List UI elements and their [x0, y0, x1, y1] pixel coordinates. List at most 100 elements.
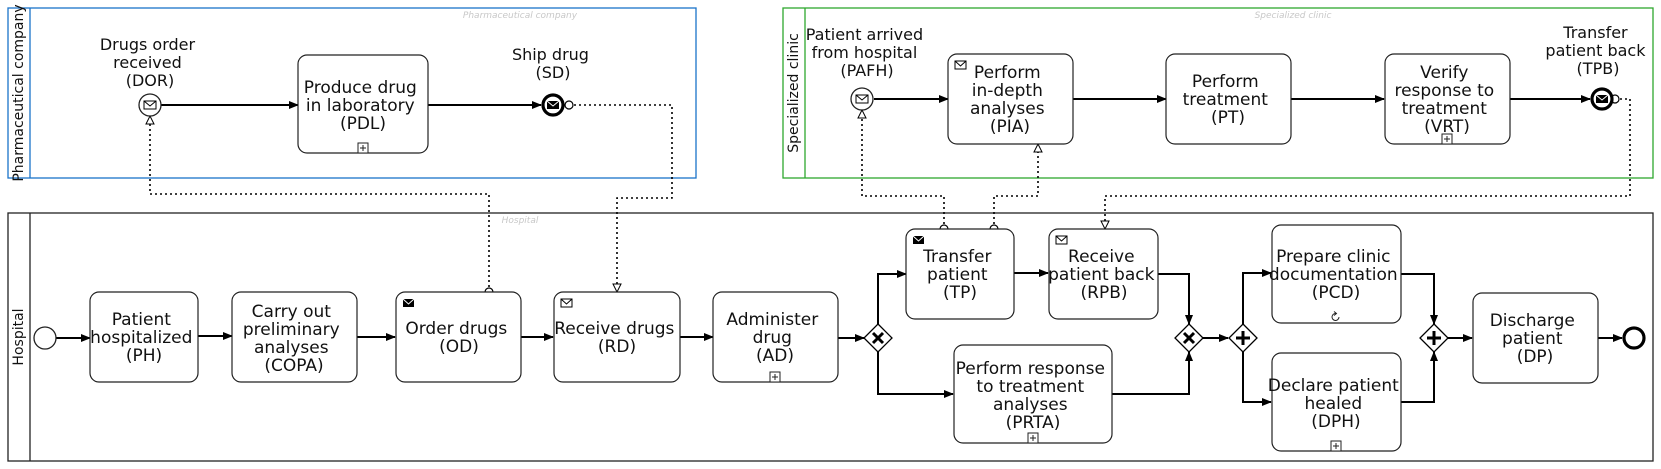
pool-watermark-pharma: Pharmaceutical company [463, 11, 578, 21]
task-dph-line-3: (DPH) [1311, 412, 1360, 432]
task-prta-line-1: Perform response [956, 359, 1105, 379]
gateway-exclusive-join[interactable] [1174, 323, 1204, 353]
svg-text:Declare patient healed: Declare patient healed (DPH) [1268, 376, 1404, 432]
task-vrt-line-1: Verify [1420, 63, 1468, 83]
envelope-icon [143, 100, 157, 110]
event-dor-line-3: (DOR) [126, 71, 175, 90]
pool-watermark-clinic: Specialized clinic [1255, 11, 1332, 21]
svg-text:Produce drug in laborato: Produce drug in laboratory (PDL) [304, 78, 423, 134]
svg-text:Patient hospitalized: Patient hospitalized (PH) [90, 310, 198, 366]
svg-text:Prepare clinic documenta: Prepare clinic documentation (PCD) [1269, 247, 1403, 303]
task-pcd-line-2: documentation [1269, 265, 1398, 285]
x-marker-icon [871, 331, 885, 345]
pool-watermark-hospital: Hospital [502, 216, 539, 226]
msg-tpb-rpb [1105, 98, 1631, 229]
task-tp-line-3: (TP) [943, 283, 977, 303]
event-pafh[interactable]: Patient arrived from hospital (PAFH) [806, 25, 928, 111]
task-pt-line-3: (PT) [1211, 108, 1245, 128]
gateway-parallel-split[interactable] [1228, 323, 1258, 353]
task-pcd-line-3: (PCD) [1312, 283, 1360, 303]
task-od-line-1: Order drugs [405, 319, 507, 339]
envelope-icon [954, 60, 967, 70]
task-ph-line-2: hospitalized [90, 328, 192, 348]
task-pt[interactable]: Perform treatment (PT) [1165, 53, 1292, 145]
event-tpb-line-2: patient back [1545, 41, 1646, 60]
task-copa[interactable]: Carry out preliminary analyses (COPA) [231, 291, 358, 383]
envelope-icon [912, 235, 925, 244]
svg-text:Administer drug (A: Administer drug (AD) [726, 310, 823, 366]
event-sd-line-1: Ship drug [512, 45, 589, 64]
start-event[interactable] [33, 326, 57, 350]
msg-tp-pafh [862, 110, 945, 229]
event-pafh-line-2: from hospital [812, 43, 918, 62]
subprocess-marker-icon [1027, 432, 1039, 444]
task-ph[interactable]: Patient hospitalized (PH) [89, 291, 199, 383]
plus-marker-icon [1236, 331, 1250, 345]
pool-label-clinic: Specialized clinic [786, 33, 802, 153]
subprocess-marker-icon [769, 371, 781, 383]
envelope-icon [560, 298, 573, 308]
event-tpb-line-3: (TPB) [1577, 59, 1620, 78]
task-dph-line-2: healed [1304, 394, 1362, 414]
svg-text:Patient arrived from hos: Patient arrived from hospital (PAFH) [806, 25, 928, 80]
task-prta[interactable]: Perform response to treatment analyses (… [953, 344, 1113, 444]
task-vrt-line-3: treatment [1402, 99, 1488, 119]
event-sd-line-2: (SD) [536, 63, 571, 82]
event-tpb-line-1: Transfer [1562, 23, 1628, 42]
task-rpb[interactable]: Receive patient back (RPB) [1048, 228, 1160, 320]
svg-text:Drugs order received: Drugs order received (DOR) [100, 35, 200, 90]
envelope-icon [1595, 94, 1609, 103]
task-ph-line-3: (PH) [126, 346, 162, 366]
task-copa-line-3: analyses [254, 338, 329, 358]
envelope-icon [546, 100, 560, 109]
event-sd[interactable]: Ship drug (SD) [512, 45, 594, 117]
task-pcd[interactable]: Prepare clinic documentation (PCD) [1269, 224, 1403, 324]
svg-text:Discharge patient: Discharge patient (DP) [1490, 311, 1581, 367]
task-vrt[interactable]: Verify response to treatment (VRT) [1384, 53, 1511, 145]
task-pia[interactable]: Perform in-depth analyses (PIA) [947, 53, 1074, 145]
flow-gw1-prta [877, 352, 954, 398]
svg-text:Receive drugs (RD): Receive drugs (RD) [554, 319, 680, 357]
task-dph[interactable]: Declare patient healed (DPH) [1268, 352, 1404, 452]
event-dor-line-1: Drugs order [100, 35, 196, 54]
task-rpb-line-1: Receive [1068, 247, 1135, 267]
gateway-exclusive-split[interactable] [863, 323, 893, 353]
task-tp-line-1: Transfer [922, 247, 991, 267]
msg-sd-rd [569, 104, 673, 292]
svg-text:Perform in-depth a: Perform in-depth analyses (PIA) [970, 63, 1050, 137]
task-ad[interactable]: Administer drug (AD) [712, 291, 839, 383]
envelope-icon [1055, 235, 1068, 245]
task-dp[interactable]: Discharge patient (DP) [1472, 292, 1599, 384]
task-pdl[interactable]: Produce drug in laboratory (PDL) [297, 54, 429, 154]
pool-label-hospital: Hospital [11, 308, 27, 365]
task-rd-line-2: (RD) [598, 337, 636, 357]
loop-marker-icon [1331, 311, 1340, 321]
event-tpb[interactable]: Transfer patient back (TPB) [1545, 23, 1650, 111]
x-marker-icon [1182, 331, 1196, 345]
msg-sd-rd-source [564, 100, 574, 110]
svg-text:Perform treatment: Perform treatment (PT) [1183, 72, 1274, 128]
task-tp-line-2: patient [927, 265, 988, 285]
task-rd[interactable]: Receive drugs (RD) [553, 291, 681, 383]
svg-text:Carry out preliminary: Carry out preliminary analyses (COPA) [243, 302, 345, 376]
svg-text:Verify response to: Verify response to treatment (VRT) [1394, 63, 1499, 137]
event-pafh-line-1: Patient arrived [806, 25, 923, 44]
flow-gw3-dph [1242, 352, 1272, 406]
subprocess-marker-icon [1441, 133, 1453, 145]
event-dor[interactable]: Drugs order received (DOR) [100, 35, 200, 117]
envelope-icon [855, 94, 869, 104]
pool-pharmaceutical-company: Pharmaceutical company Pharmaceutical co… [7, 4, 697, 182]
task-pia-line-3: analyses [970, 99, 1045, 119]
task-tp[interactable]: Transfer patient (TP) [905, 228, 1015, 320]
flow-prta-gw2 [1112, 351, 1193, 395]
gateway-parallel-join[interactable] [1419, 323, 1449, 353]
svg-text:Transfer patient (: Transfer patient (TP) [922, 247, 997, 303]
flow-dph-gw4 [1401, 351, 1438, 403]
end-event[interactable] [1622, 326, 1646, 350]
task-ph-line-1: Patient [112, 310, 172, 330]
flow-rpb-gw2 [1158, 273, 1193, 325]
svg-text:Perform response to trea: Perform response to treatment analyses (… [956, 359, 1111, 433]
task-od[interactable]: Order drugs (OD) [395, 291, 522, 383]
task-ad-line-3: (AD) [756, 346, 794, 366]
